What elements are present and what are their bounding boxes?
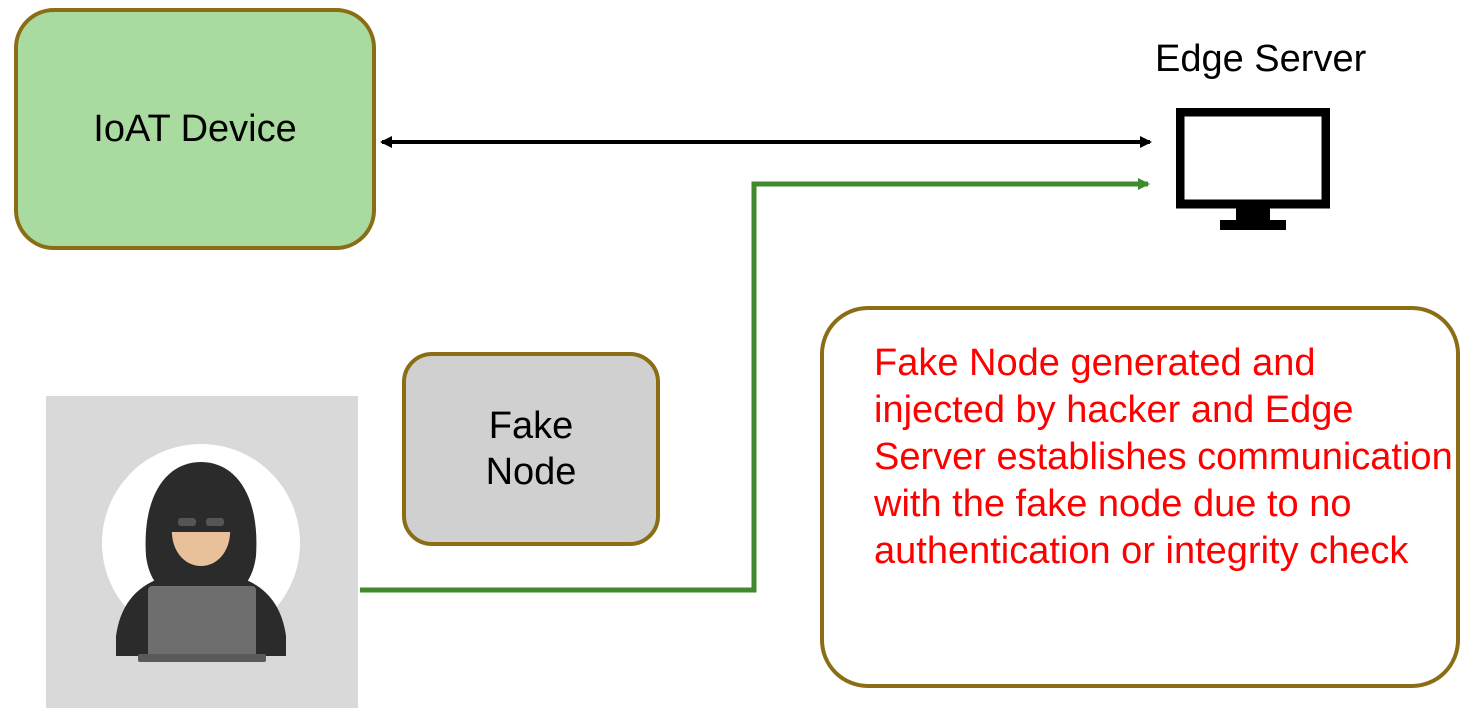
- ioat-device-label: IoAT Device: [93, 107, 297, 150]
- fake-node-label-line: Node: [485, 451, 577, 493]
- edge-server-label: Edge Server: [1155, 38, 1367, 80]
- hooded-hacker-icon: [46, 396, 358, 708]
- annotation-callout: Fake Node generated and injected by hack…: [820, 306, 1460, 688]
- annotation-text: Fake Node generated and injected by hack…: [874, 342, 1453, 572]
- ioat-device-node: IoAT Device: [14, 8, 376, 250]
- attack-path: [360, 178, 1150, 593]
- fake-node-label-line: Fake: [488, 405, 574, 447]
- monitor-icon: [1176, 108, 1330, 230]
